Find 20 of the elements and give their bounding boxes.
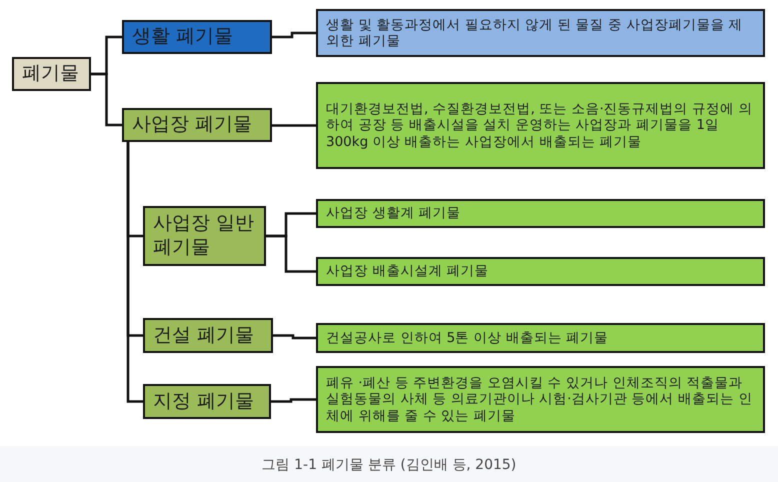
- connector-line: [271, 398, 316, 403]
- connector-line: [126, 142, 143, 403]
- description-box: 건설공사로 인하여 5톤 이상 배출되는 폐기물: [316, 323, 765, 353]
- category-box: 건설 폐기물: [143, 318, 273, 353]
- connector-line: [272, 32, 316, 38]
- figure-caption: 그림 1-1 폐기물 분류 (김인배 등, 2015): [262, 457, 516, 473]
- connector-line: [272, 124, 316, 127]
- description-box: 생활 및 활동과정에서 필요하지 않게 된 물질 중 사업장폐기물을 제외한 폐기물: [316, 9, 765, 57]
- description-box: 대기환경보전법, 수질환경보전법, 또는 소음·진동규제법의 규정에 의하여 공장 등 배출시설을 설치 운영하는 사업장과 폐기물을 1일 300kg 이상 배출하는 사업장에서 배출되는 폐기물: [316, 82, 765, 169]
- category-box: 사업장 폐기물: [122, 108, 272, 142]
- connector-line: [266, 234, 316, 273]
- root-box: 폐기물: [12, 57, 91, 91]
- description-box: 사업장 배출시설계 폐기물: [316, 257, 765, 286]
- category-box: 지정 폐기물: [143, 384, 271, 419]
- category-box: 사업장 일반폐기물: [143, 206, 266, 266]
- category-box: 생활 폐기물: [122, 20, 272, 54]
- connector-line: [91, 72, 122, 126]
- description-box: 사업장 생활계 폐기물: [316, 199, 765, 228]
- description-box: 폐유 ·폐산 등 주변환경을 오염시킬 수 있거나 인체조직의 적출물과 실험동물의 사체 등 의료기관이나 시험·검사기관 등에서 배출되는 인체에 위해를 줄 수 있는 폐기물: [316, 366, 765, 433]
- connector-line: [273, 334, 316, 340]
